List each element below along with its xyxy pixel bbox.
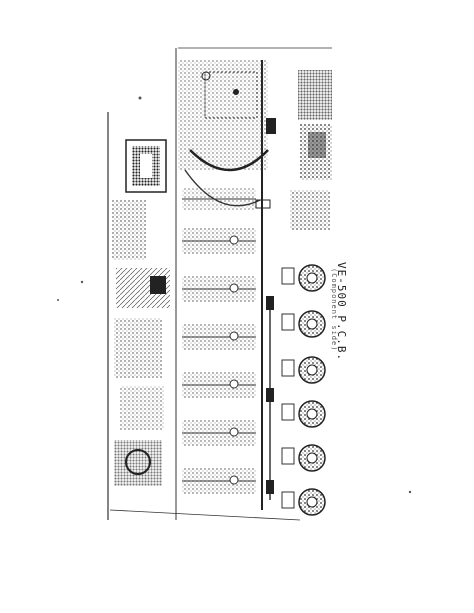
channel-strip xyxy=(182,468,256,494)
channel-strip xyxy=(182,420,256,446)
channel-strip xyxy=(182,188,256,210)
connector xyxy=(298,444,326,472)
channel-strip xyxy=(182,276,256,302)
connector-sockets xyxy=(281,267,295,509)
board-subtitle: (Component side) xyxy=(330,268,338,352)
left-input-blocks xyxy=(112,139,170,486)
connector xyxy=(298,310,326,338)
top-regulator-block xyxy=(178,60,276,207)
channel-strip xyxy=(182,324,256,350)
channel-strips xyxy=(182,188,256,494)
connector-column xyxy=(281,264,326,516)
channel-strip xyxy=(182,228,256,254)
heatsink-block xyxy=(290,70,332,230)
channel-strip xyxy=(182,372,256,398)
connector xyxy=(298,356,326,384)
stray-marks xyxy=(57,96,412,494)
connector xyxy=(298,488,326,516)
connector xyxy=(298,400,326,428)
connector xyxy=(298,264,326,292)
center-rail-parts xyxy=(255,199,274,494)
